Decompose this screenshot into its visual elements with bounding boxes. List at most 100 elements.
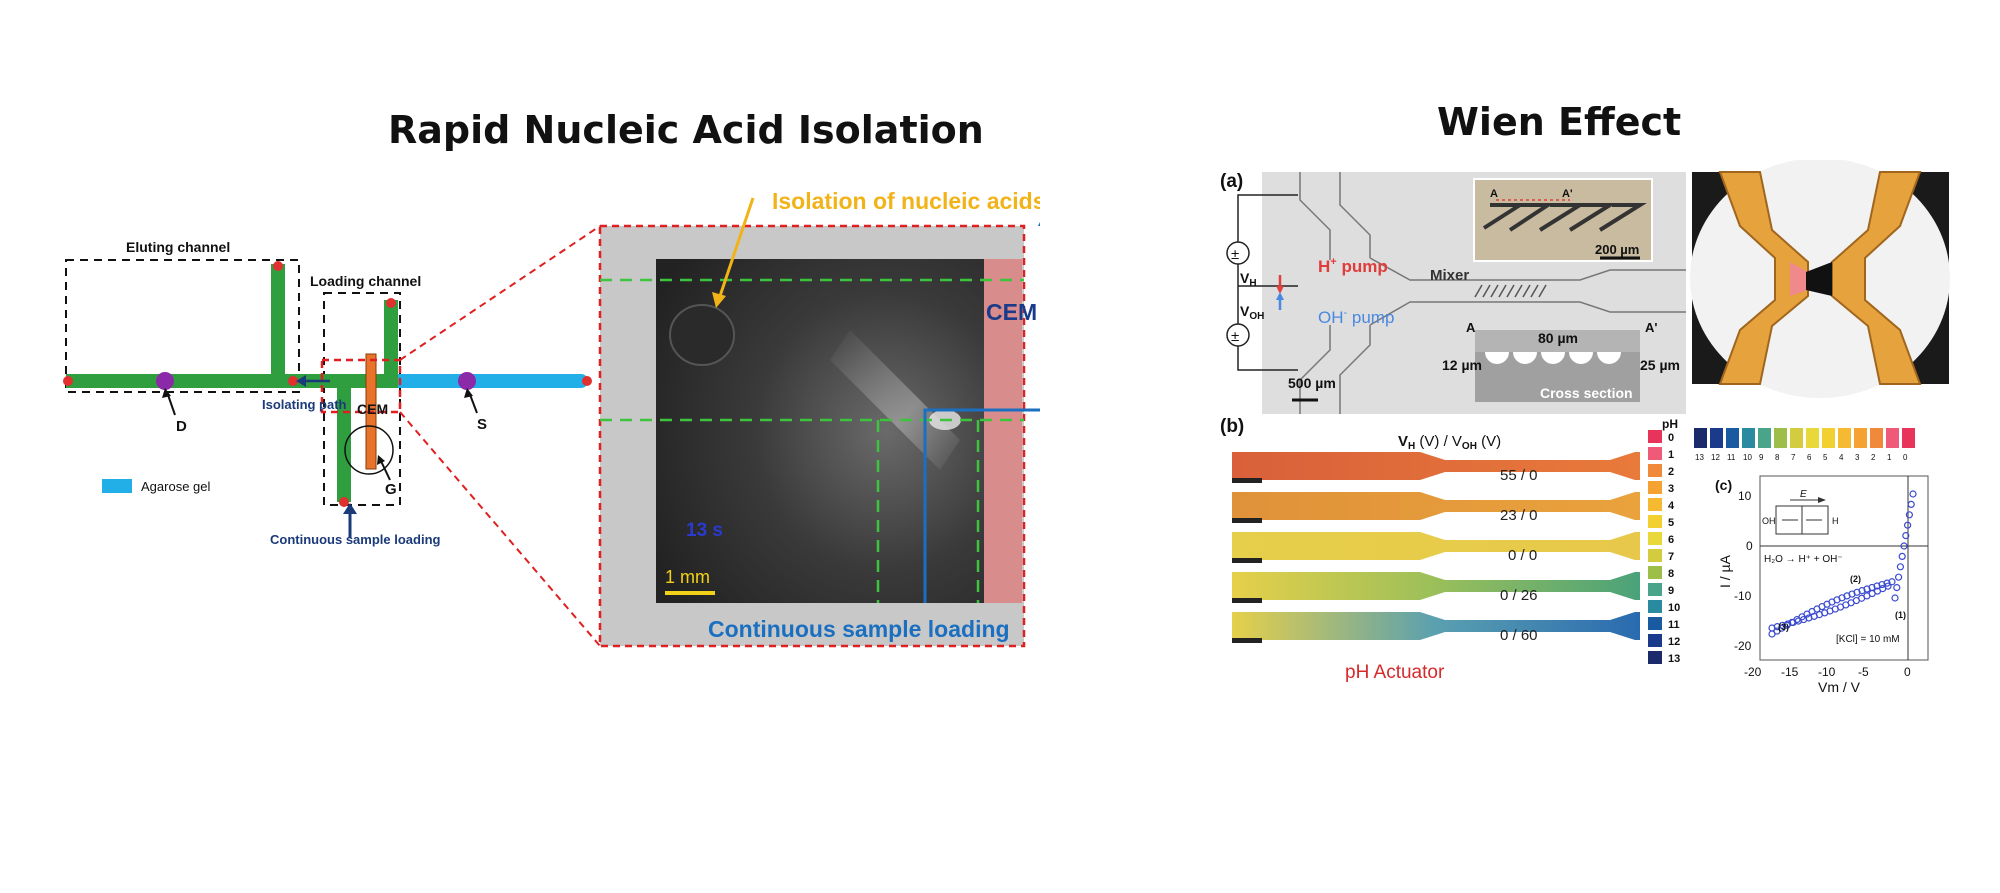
label-g: G <box>385 481 397 498</box>
ph-swatch <box>1694 428 1707 448</box>
isolating-path-label: Isolating path <box>262 397 347 412</box>
reservoir <box>273 261 283 271</box>
iv-ytick: -10 <box>1734 589 1752 603</box>
panel-c-tag: (c) <box>1715 477 1732 493</box>
agarose-channel <box>392 374 588 388</box>
ph-legend-value: 13 <box>1668 653 1680 665</box>
ph-swatch-label: 12 <box>1711 453 1720 462</box>
iv-point <box>1905 511 1914 519</box>
legend-agarose-label: Agarose gel <box>141 479 210 494</box>
iv-point <box>1888 578 1896 586</box>
legend-swatch-agarose <box>102 479 132 493</box>
source-vh-symbol: ± <box>1231 246 1239 263</box>
iv-point <box>1896 563 1905 571</box>
ph-legend-value: 0 <box>1668 432 1674 444</box>
label-d: D <box>176 418 187 435</box>
ph-legend-title: pH <box>1662 417 1678 431</box>
e-field-label: E <box>1800 489 1807 500</box>
iv-point <box>1903 521 1912 529</box>
iv-xtick: -10 <box>1818 665 1836 679</box>
ph-swatch-label: 0 <box>1903 453 1908 462</box>
svg-text:VOH: VOH <box>1240 303 1264 322</box>
scale-label: 1 mm <box>665 567 710 587</box>
oh-pump-label: OH <box>1318 308 1344 327</box>
inset-scale-label: 200 µm <box>1595 242 1639 257</box>
h-pump-label: H <box>1318 257 1330 276</box>
source-voh-symbol: ± <box>1231 328 1239 345</box>
ph-legend-value: 3 <box>1668 483 1674 495</box>
vh-sub: H <box>1249 278 1256 289</box>
ph-swatch <box>1806 428 1819 448</box>
iv-point <box>1907 500 1915 508</box>
reservoir <box>386 298 396 308</box>
ph-legend-swatch <box>1648 430 1662 443</box>
continuous-label-zoom: Continuous sample loading <box>708 616 1010 642</box>
ph-swatch <box>1742 428 1755 448</box>
ph-legend-value: 7 <box>1668 551 1674 563</box>
wien-figure: (a) ± ± VH VOH H+ pump OH- pump Mixer <box>1220 160 1950 695</box>
mixer-inset <box>1473 178 1653 262</box>
reservoir <box>288 376 298 386</box>
iv-annot-2: (2) <box>1850 574 1861 584</box>
ph-legend-swatch <box>1648 498 1662 511</box>
reservoir <box>63 376 73 386</box>
ph-swatch <box>1710 428 1723 448</box>
ph-legend-value: 1 <box>1668 449 1674 461</box>
isolation-label: Isolation of nucleic acids <box>772 188 1040 214</box>
ph-swatch-label: 7 <box>1791 453 1796 462</box>
iv-annot-1: (1) <box>1895 610 1906 620</box>
iv-point <box>1900 542 1908 550</box>
zoom-line-bottom <box>399 411 601 647</box>
strip-label: 23 / 0 <box>1500 507 1538 524</box>
ph-legend-value: 11 <box>1668 619 1680 631</box>
chip-schematic: Eluting channel Loading channel D S G CE… <box>63 188 1040 648</box>
cem-region <box>984 259 1022 603</box>
label-s: S <box>477 416 487 433</box>
scale-500-label: 500 µm <box>1288 375 1336 391</box>
time-label: 13 s <box>686 520 723 541</box>
cs-25-label: 25 µm <box>1640 357 1680 373</box>
eluting-channel-label: Eluting channel <box>126 239 230 255</box>
ph-swatch <box>1886 428 1899 448</box>
oh-pump-rest: pump <box>1347 308 1394 327</box>
ph-swatch-label: 1 <box>1887 453 1892 462</box>
micrograph-bubble <box>669 304 735 366</box>
ph-swatch-label: 10 <box>1743 453 1752 462</box>
zoom-source-box <box>320 358 402 414</box>
cs-12-label: 12 µm <box>1442 357 1482 373</box>
cem-label-zoom: CEM <box>986 299 1037 325</box>
panel-b-tag: (b) <box>1220 416 1244 437</box>
ph-swatch-label: 4 <box>1839 453 1844 462</box>
iv-ylabel: I / µA <box>1717 554 1733 588</box>
ph-swatch-label: 9 <box>1759 453 1764 462</box>
ph-swatch <box>1902 428 1915 448</box>
eluting-channel-box <box>65 259 300 393</box>
ph-legend-swatch <box>1648 651 1662 664</box>
eluting-vertical <box>271 264 285 384</box>
iv-point <box>1884 582 1892 590</box>
iv-point <box>1909 490 1917 498</box>
iv-xtick: -5 <box>1858 665 1869 679</box>
cs-a-prime-label: A' <box>1645 320 1657 335</box>
ph-swatch <box>1854 428 1867 448</box>
strip-label: 0 / 0 <box>1508 547 1537 564</box>
iv-point <box>1893 583 1901 592</box>
ph-swatch <box>1838 428 1851 448</box>
mixer-label: Mixer <box>1430 267 1469 284</box>
label-cem-small: CEM <box>357 401 388 417</box>
iv-point <box>1883 579 1891 587</box>
loading-channel-label: Loading channel <box>310 273 421 289</box>
ph-swatch-label: 3 <box>1855 453 1860 462</box>
ph-legend-swatch <box>1648 447 1662 460</box>
reservoir <box>339 497 349 507</box>
svg-text:OH- pump: OH- pump <box>1318 307 1394 327</box>
ph-legend-value: 5 <box>1668 517 1674 529</box>
eluting-channel <box>66 374 298 388</box>
oh-inset-label: OH <box>1762 516 1776 526</box>
reservoir <box>582 376 592 386</box>
ph-legend-swatch <box>1648 634 1662 647</box>
ph-swatch <box>1774 428 1787 448</box>
ph-actuator-label: pH Actuator <box>1345 662 1445 683</box>
